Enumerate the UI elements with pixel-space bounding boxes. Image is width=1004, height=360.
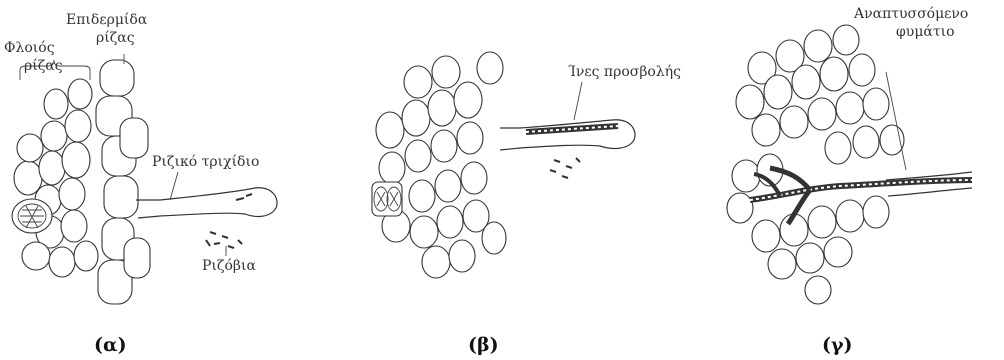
label-nodule-2: φυμάτιο [896,24,955,40]
vascular-bundle [12,199,52,233]
label-epidermis: Επιδερμίδα [66,12,147,28]
label-root-hair: Ριζικό τριχίδιο [152,154,259,170]
rhizobia-cluster [206,194,252,248]
label-epidermis-2: ρίζας [96,30,135,46]
label-nodule: Αναπτυσσόμενο [854,6,968,22]
cortex-cells-b [376,52,506,278]
epidermis-cells [96,60,150,304]
panel-c: Αναπτυσσόμενο φυμάτιο (γ) [710,0,1004,360]
cortex-cells-c [727,25,904,304]
label-cortex-2: ρίζας [24,58,63,74]
caption-b: (β) [468,334,499,356]
root-hair [136,188,277,218]
caption-a: (α) [94,334,127,356]
panel-a: Επιδερμίδα ρίζας Φλοιός ρίζας Ριζικό τρι… [0,0,300,360]
panel-b: Ίνες προσβολής (β) [350,0,680,360]
vascular-bundle-b [372,182,402,216]
label-infection-threads: Ίνες προσβολής [568,64,681,80]
nodule-diagram-c [710,0,1004,360]
root-hair-diagram-b [350,0,680,360]
caption-c: (γ) [822,334,853,356]
label-rhizobia: Ριζόβια [202,258,256,274]
rhizobia-cluster-b [550,158,580,178]
cortex-cells [14,79,98,277]
label-cortex: Φλοιός [4,40,55,56]
